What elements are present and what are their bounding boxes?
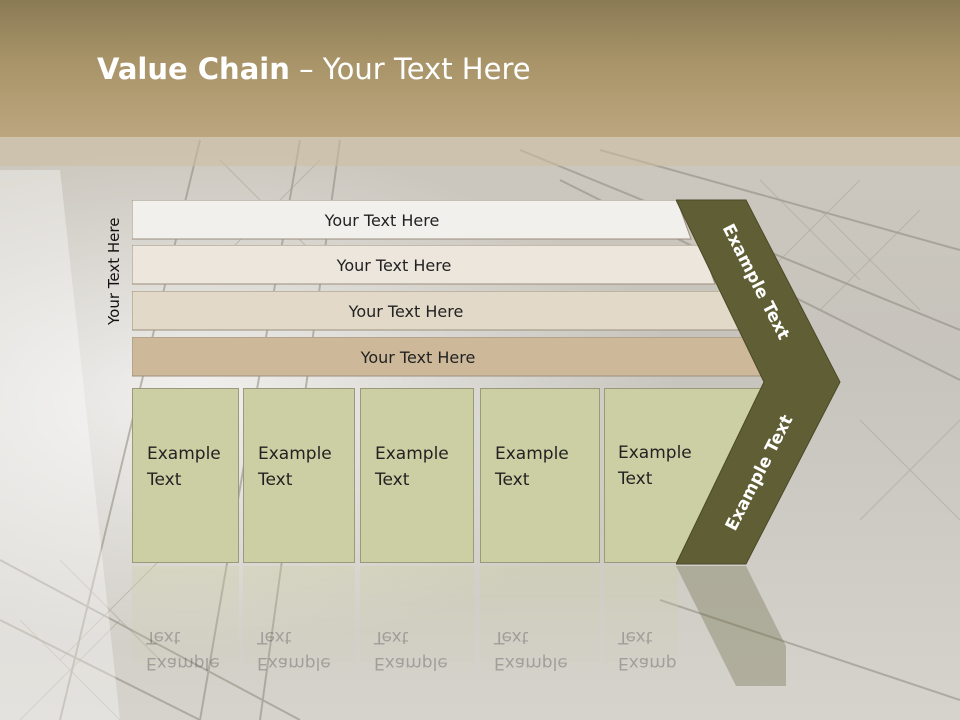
box-4-line1: Example — [495, 444, 569, 464]
title-rest: – Your Text Here — [289, 52, 531, 86]
box-5-line2: Text — [618, 469, 653, 489]
bar-2-label: Your Text Here — [336, 255, 452, 275]
bar-2-shape — [132, 245, 716, 285]
box-1-line1: Example — [147, 444, 221, 464]
chevron-arrow — [676, 199, 841, 565]
box-4-line2: Text — [495, 470, 530, 490]
bar-4: Your Text Here — [132, 337, 764, 377]
box-1-line2: Text — [147, 470, 182, 490]
bar-3-label: Your Text Here — [348, 301, 464, 321]
box-2-line1: Example — [258, 444, 332, 464]
bar-1-shape — [132, 200, 692, 240]
header-band — [0, 137, 960, 166]
box-5-line1: Example — [618, 443, 692, 463]
box-2-line2: Text — [258, 470, 293, 490]
title-bold: Value Chain — [97, 52, 290, 86]
bar-4-label: Your Text Here — [360, 347, 476, 367]
chevron-reflection — [676, 566, 786, 686]
box-3-line1: Example — [375, 444, 449, 464]
header-banner — [0, 0, 960, 137]
box-3-line2: Text — [375, 470, 410, 490]
bar-1: Your Text Here — [132, 200, 692, 240]
bar-3: Your Text Here — [132, 291, 740, 331]
side-label: Your Text Here — [105, 217, 123, 325]
slide-title: Value Chain – Your Text Here — [97, 52, 531, 86]
bar-2: Your Text Here — [132, 245, 716, 285]
bar-1-label: Your Text Here — [324, 210, 440, 230]
